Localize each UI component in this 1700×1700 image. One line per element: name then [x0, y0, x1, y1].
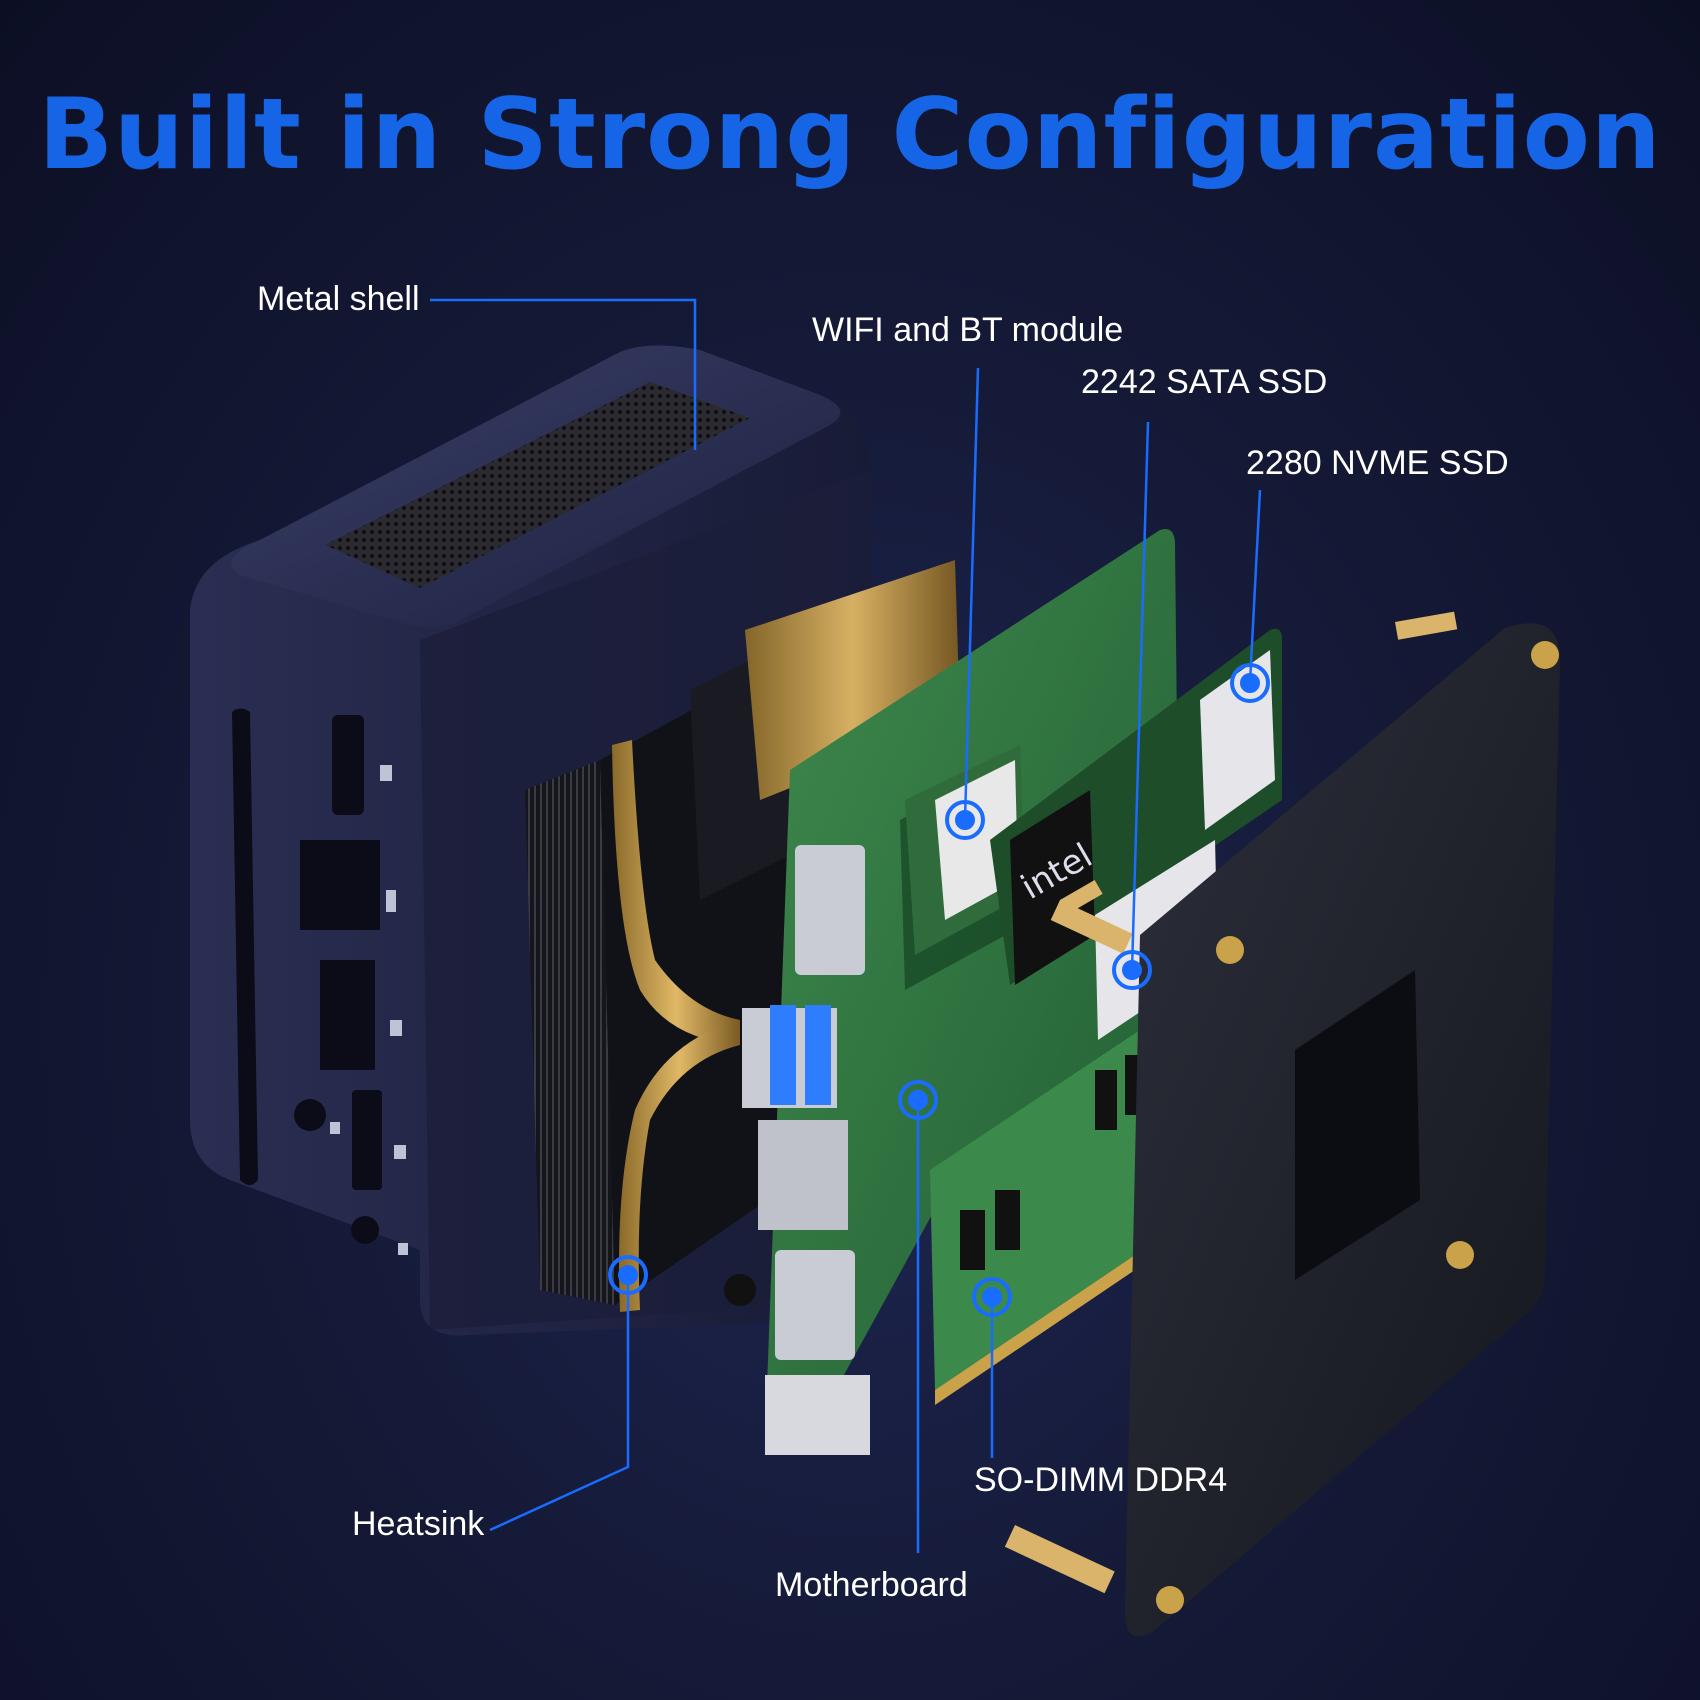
callout-dot-wifi-bt — [945, 800, 985, 840]
label-motherboard: Motherboard — [775, 1566, 968, 1604]
bottom-panel — [1004, 611, 1560, 1637]
page-title: Built in Strong Configuration — [38, 78, 1662, 192]
wifi-bt-module — [905, 745, 1025, 955]
callout-line-nvme-ssd — [1248, 489, 1262, 684]
callout-dot-heatsink — [608, 1255, 648, 1295]
label-so-dimm-ddr4: SO-DIMM DDR4 — [974, 1461, 1228, 1499]
label-metal-shell: Metal shell — [257, 280, 420, 318]
label-sata-ssd: 2242 SATA SSD — [1081, 363, 1328, 401]
hdmi-port — [795, 845, 865, 975]
vent-mesh — [325, 382, 750, 588]
callout-dot-motherboard — [898, 1080, 938, 1120]
power-icon — [351, 1216, 408, 1255]
callout-line-heatsink — [489, 1275, 630, 1532]
ethernet-port — [758, 1120, 848, 1230]
callout-dot-nvme-ssd — [1230, 663, 1270, 703]
label-heatsink: Heatsink — [352, 1505, 485, 1543]
callout-line-wifi-bt — [963, 367, 980, 821]
label-wifi-bt-module: WIFI and BT module — [812, 311, 1124, 349]
ethernet-icon — [320, 960, 402, 1070]
label-nvme-ssd: 2280 NVME SSD — [1246, 444, 1509, 482]
audio-icon — [294, 1099, 340, 1134]
heatsink — [525, 560, 960, 1312]
callout-line-metal-shell — [430, 298, 697, 450]
callout-line-sata-ssd — [1130, 421, 1150, 971]
displayport-icon — [352, 1090, 406, 1190]
callout-dot-sata-ssd — [1112, 950, 1152, 990]
callout-dot-so-dimm — [972, 1277, 1012, 1317]
hdmi-icon — [332, 715, 392, 815]
usb3-icon — [300, 840, 396, 930]
